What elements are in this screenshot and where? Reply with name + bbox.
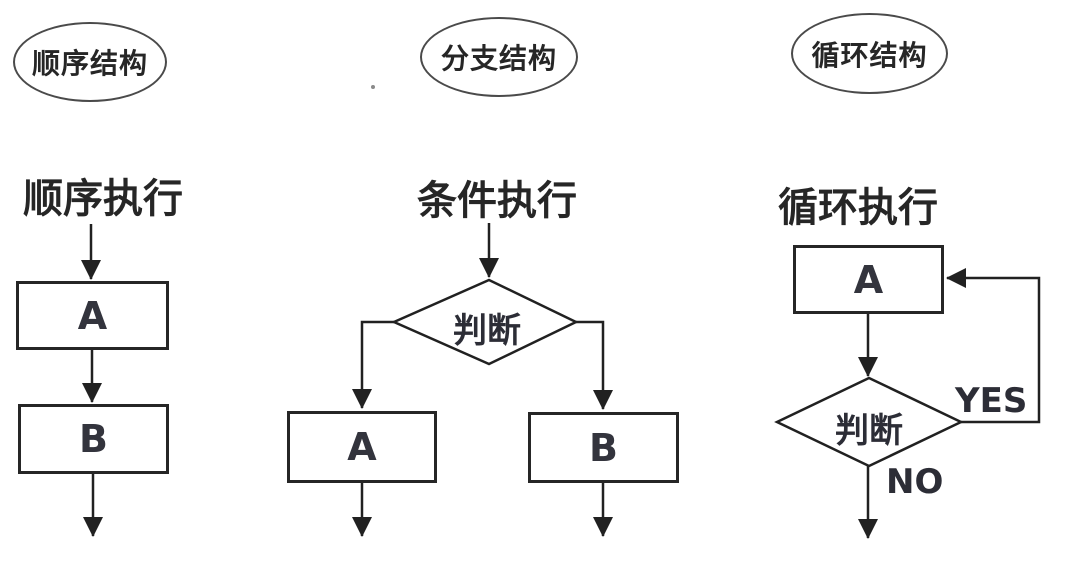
sequence-subtitle: 顺序执行: [23, 176, 183, 222]
branch-box-a-label: A: [347, 425, 377, 469]
branch-arrow-left-to-a: [352, 320, 394, 409]
sequence-structure-title: 顺序结构: [31, 47, 148, 80]
loop-yes-feedback-line: [946, 268, 1041, 424]
sequence-structure-ellipse: 顺序结构: [13, 22, 167, 102]
sequence-box-a: A: [16, 281, 169, 350]
sequence-box-b: B: [18, 404, 169, 474]
branch-decision-diamond: [390, 278, 579, 366]
branch-structure-ellipse: 分支结构: [420, 17, 578, 97]
loop-decision-label: 判断: [835, 411, 903, 451]
loop-box-a-label: A: [853, 257, 884, 302]
loop-structure-ellipse: 循环结构: [791, 13, 948, 94]
branch-subtitle: 条件执行: [417, 178, 577, 224]
branch-box-a: A: [287, 411, 437, 483]
branch-structure-title: 分支结构: [440, 42, 557, 75]
print-speck: [371, 85, 375, 89]
branch-arrow-right-to-b: [576, 320, 613, 410]
loop-subtitle: 循环执行: [778, 185, 938, 231]
branch-box-b: B: [528, 412, 679, 483]
branch-decision-label: 判断: [453, 311, 521, 351]
loop-box-a: A: [793, 245, 944, 314]
loop-structure-title: 循环结构: [811, 38, 928, 72]
sequence-box-b-label: B: [79, 417, 108, 461]
loop-no-label: NO: [886, 462, 944, 502]
loop-yes-label: YES: [955, 381, 1028, 421]
sequence-box-a-label: A: [77, 293, 108, 338]
branch-box-b-label: B: [589, 425, 618, 470]
